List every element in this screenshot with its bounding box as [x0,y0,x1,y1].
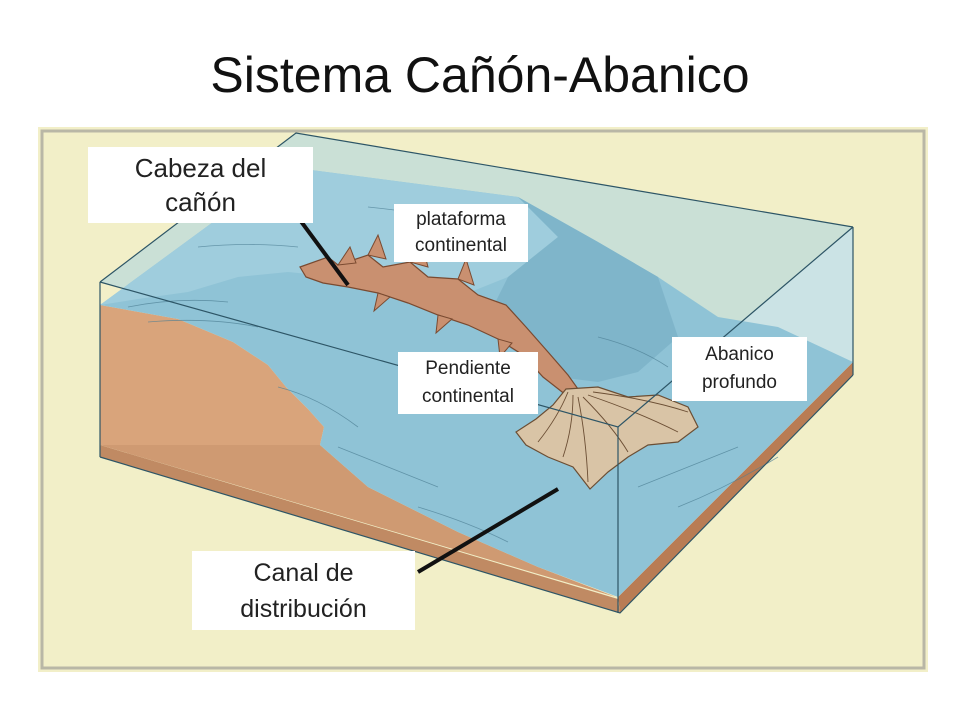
continental-slope [488,197,678,382]
diagram-frame [40,129,926,670]
tributary [336,245,357,266]
tributary [373,292,391,313]
distribution-channel-label: Canal de distribución [192,551,415,630]
texture-line [277,386,359,428]
continental-shelf-label: plataforma continental [394,204,528,262]
fan-channel [562,394,574,458]
sediment-bottom-edge [100,445,620,613]
channel-pointer-line [416,487,560,574]
texture-line [417,506,509,543]
tributary [435,314,454,335]
outline-bottom [99,374,854,614]
texture-line [637,446,739,488]
deep-fan-label: Abanico profundo [672,337,807,401]
sediment-right-face [618,362,853,613]
sediment-front-face [100,305,324,445]
outline-top-back [99,132,854,283]
fan-channel [537,391,569,443]
texture-line [197,244,299,248]
continental-shelf [100,167,558,305]
texture-line [127,299,229,308]
fan-channel [582,396,629,453]
texture-line [597,336,669,368]
fan-channel [577,396,589,483]
canyon-head-label: Cabeza del cañón [88,147,313,223]
texture-line [337,446,439,488]
tributary [367,233,387,260]
fan-channel [592,391,689,413]
sediment-lower-face [100,445,616,597]
block-outline [99,132,854,614]
page-title: Sistema Cañón-Abanico [210,47,750,103]
texture-line [147,319,259,328]
continental-slope-label: Pendiente continental [398,352,538,414]
tributary [457,257,475,286]
